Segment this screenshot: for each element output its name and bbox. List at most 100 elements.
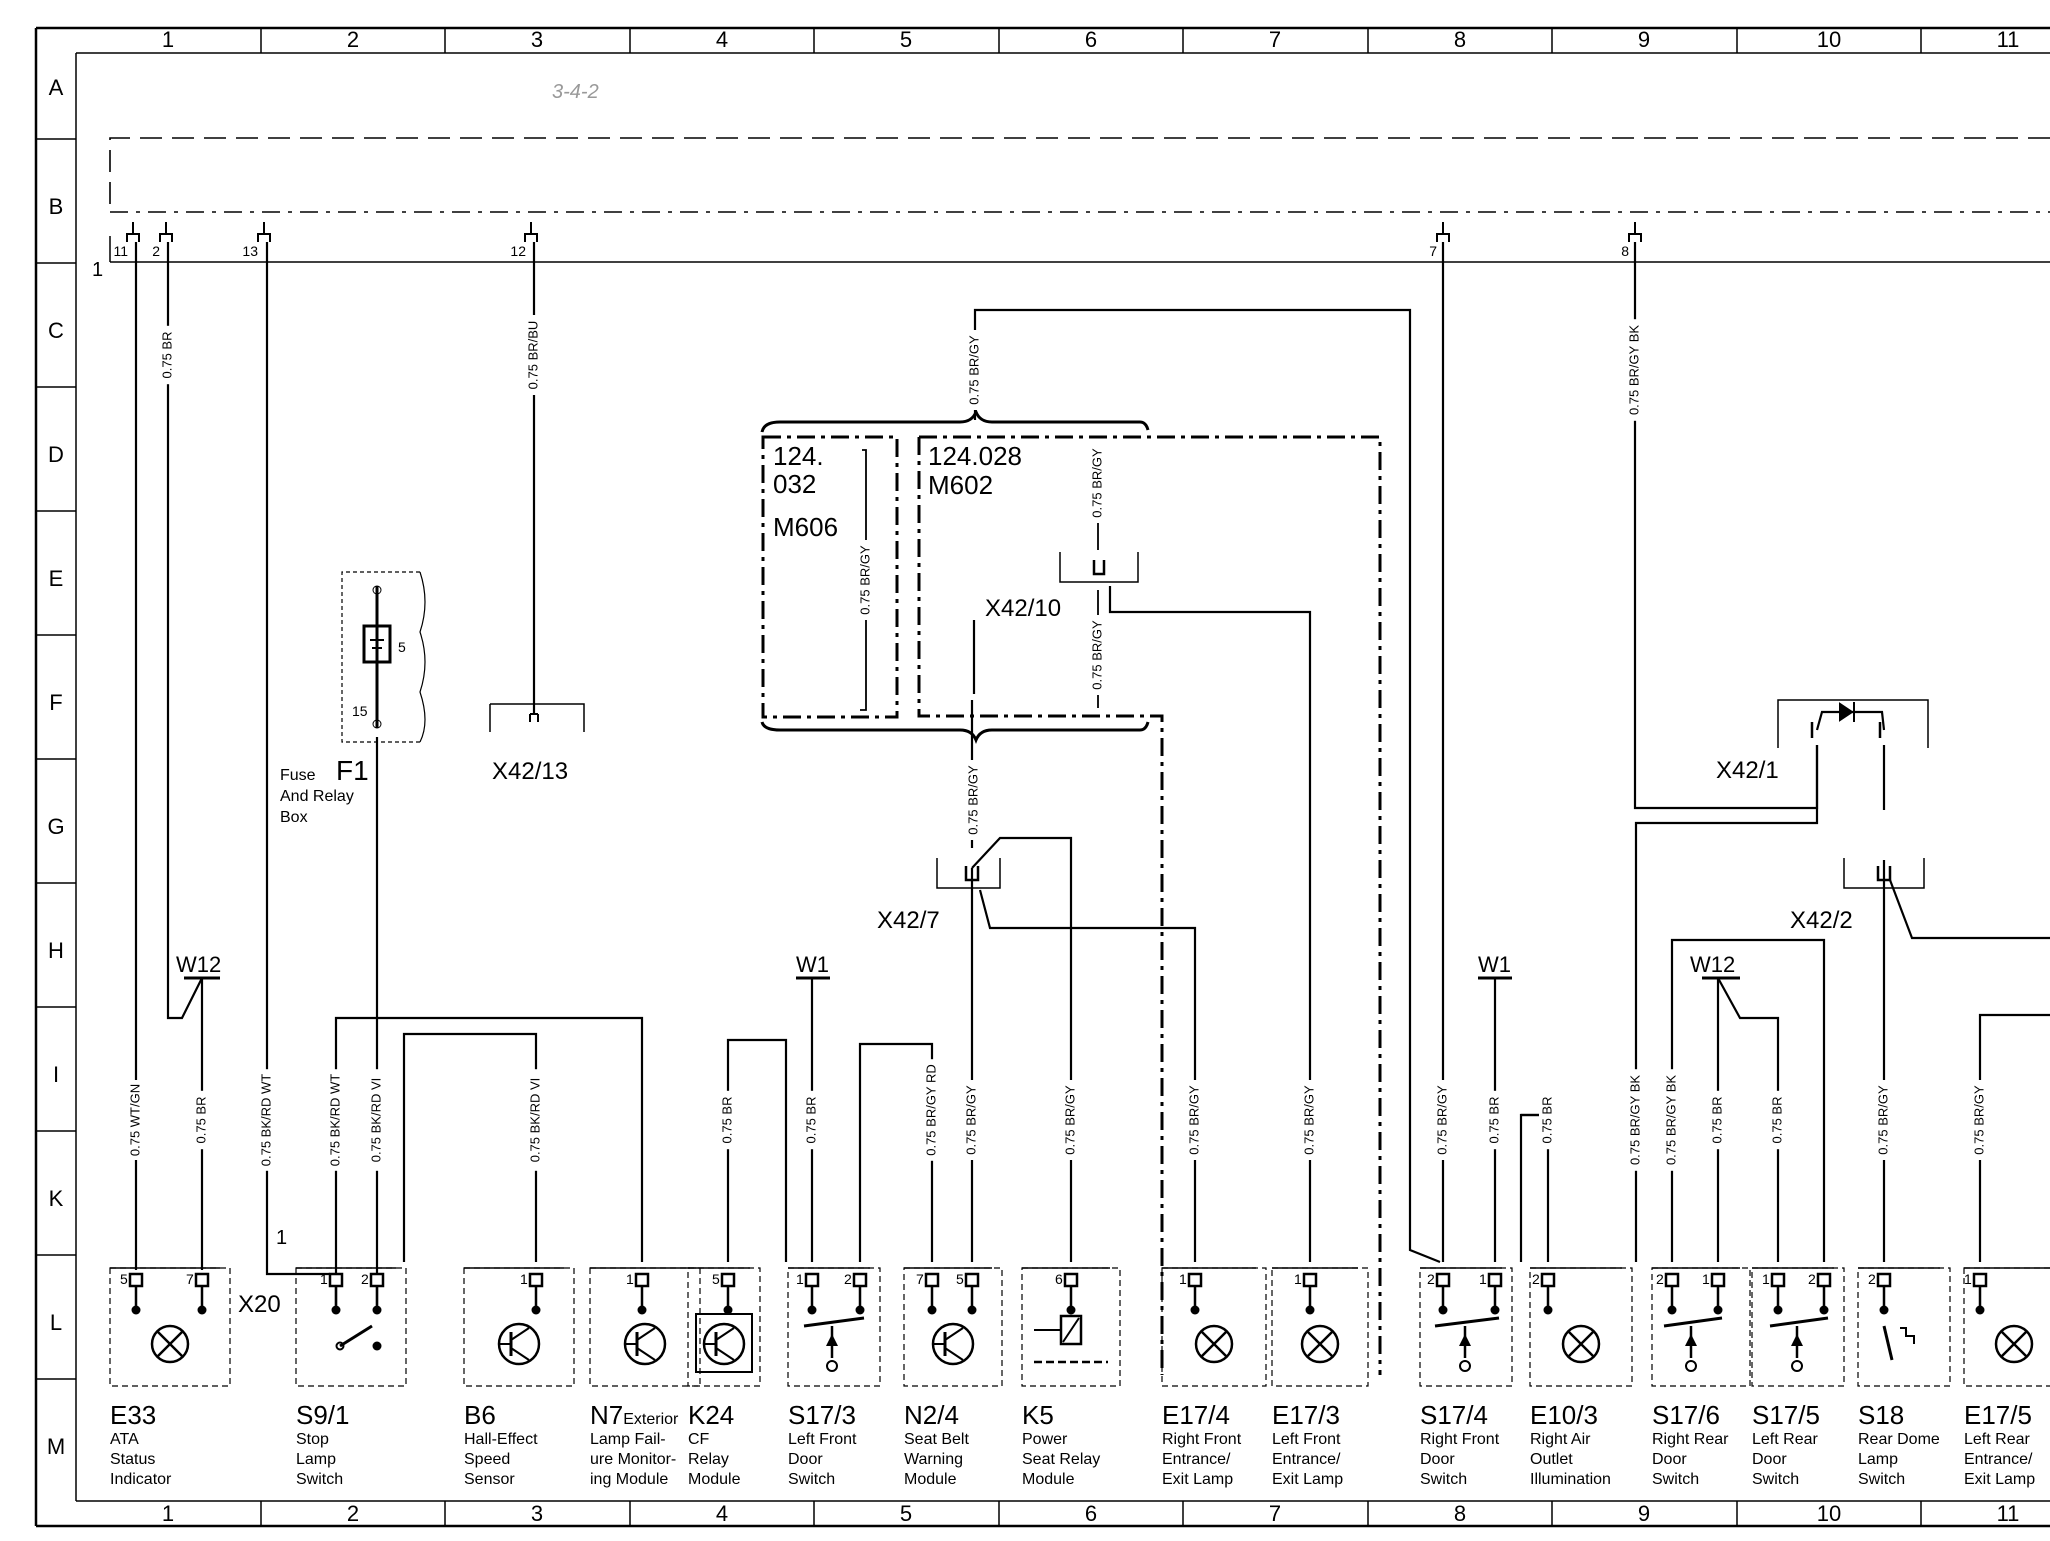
wire-label: 0.75 BR/GY — [1089, 443, 1107, 523]
wire-label: 0.75 BR/GY — [1875, 1080, 1893, 1160]
component-pin-label: 1 — [1294, 1271, 1302, 1287]
wire-color-label: 0.75 BR/GY — [1089, 448, 1104, 518]
col-label-bottom: 7 — [1269, 1501, 1281, 1526]
component-code: E33 — [110, 1400, 156, 1430]
wire-label: 0.75 BR — [1769, 1090, 1787, 1150]
variant-right-engine: M602 — [928, 470, 993, 500]
component-name-line: Status — [110, 1451, 155, 1468]
component-name-line: Door — [1752, 1451, 1787, 1468]
variant-left-engine: M606 — [773, 512, 838, 542]
wire-label: 0.75 BR/GY RD — [923, 1059, 941, 1161]
component-pin-label: 2 — [1656, 1271, 1664, 1287]
lamp-icon — [1561, 1324, 1601, 1364]
splice-label: W12 — [1690, 952, 1735, 977]
wire-label: 0.75 BR/BU — [525, 315, 543, 395]
wire-label: 0.75 BK/RD WT — [327, 1069, 345, 1171]
wire-label: 0.75 BK/RD WT — [258, 1069, 276, 1171]
row-label: I — [53, 1062, 59, 1087]
col-label-top: 6 — [1085, 27, 1097, 52]
col-label-bottom: 9 — [1638, 1501, 1650, 1526]
col-label-top: 10 — [1817, 27, 1841, 52]
col-label-top: 8 — [1454, 27, 1466, 52]
component-name-line: Module — [688, 1471, 741, 1488]
wire-label: 0.75 BR — [193, 1090, 211, 1150]
fuse-code: F1 — [336, 755, 369, 786]
col-label-top: 4 — [716, 27, 728, 52]
component-name-line: Outlet — [1530, 1451, 1573, 1468]
connector-label-x42-2: X42/2 — [1790, 907, 1853, 934]
column-ruler-top — [260, 28, 1922, 53]
component-code: K5 — [1022, 1400, 1054, 1430]
component-name-line: ing Module — [590, 1471, 668, 1488]
fuse-name-line: Fuse — [280, 767, 316, 784]
col-label-bottom: 10 — [1817, 1501, 1841, 1526]
component-pin-label: 1 — [1762, 1271, 1770, 1287]
wire-color-label: 0.75 BR — [1709, 1097, 1724, 1144]
fuse-icon — [370, 639, 384, 649]
x20-pin-label: 1 — [276, 1227, 287, 1249]
wire-color-label: 0.75 BR/GY — [1186, 1085, 1201, 1155]
wire-label: 0.75 BR/GY BK — [1626, 319, 1644, 421]
wire-color-label: 0.75 BR/GY — [1434, 1085, 1449, 1155]
col-label-top: 1 — [162, 27, 174, 52]
connector-label-x42-1: X42/1 — [1716, 757, 1779, 784]
top-scribble: 3-4-2 — [552, 81, 599, 103]
component-code: S9/1 — [296, 1400, 350, 1430]
splice-label: W1 — [1478, 952, 1511, 977]
connector-label-x42-10: X42/10 — [985, 595, 1061, 622]
component-name-line: Left Front — [1272, 1431, 1341, 1448]
row-label: B — [49, 194, 64, 219]
component-name-line: Entrance/ — [1272, 1451, 1341, 1468]
component-name-line: Rear Dome — [1858, 1431, 1940, 1448]
component-pin-label: 2 — [1808, 1271, 1816, 1287]
component-code: S17/6 — [1652, 1400, 1720, 1430]
connector-x42-2 — [1843, 858, 1925, 889]
wire-label: 0.75 WT/GN — [127, 1080, 145, 1160]
wire-label: 0.75 BK/RD VI — [527, 1069, 545, 1171]
component-code: S18 — [1858, 1400, 1904, 1430]
component-code: K24 — [688, 1400, 734, 1430]
connector-label-x20: X20 — [238, 1291, 281, 1318]
module-pin-terminals — [126, 222, 1642, 242]
row-label: H — [48, 938, 64, 963]
variant-left-code: 124.032 — [773, 441, 824, 499]
component-name-line: Left Rear — [1752, 1431, 1818, 1448]
col-label-bottom: 2 — [347, 1501, 359, 1526]
col-label-top: 9 — [1638, 27, 1650, 52]
component-pin-label: 7 — [186, 1271, 194, 1287]
component-name-line: Exit Lamp — [1964, 1471, 2035, 1488]
wire-color-label: 0.75 BR/GY — [1062, 1085, 1077, 1155]
transistor-icon — [931, 1322, 975, 1366]
component-code: B6 — [464, 1400, 496, 1430]
row-label: D — [48, 442, 64, 467]
component-pin-label: 1 — [796, 1271, 804, 1287]
module-pin-label: 8 — [1621, 243, 1629, 259]
component-code: E17/5 — [1964, 1400, 2032, 1430]
component-code: S17/4 — [1420, 1400, 1488, 1430]
fuse-pin-bottom: 15 — [352, 703, 368, 719]
component-name-line: Illumination — [1530, 1471, 1611, 1488]
wire-color-label: 0.75 BR/GY — [857, 545, 872, 615]
component-pin-label: 1 — [1964, 1271, 1972, 1287]
component-name-line: Left Rear — [1964, 1431, 2030, 1448]
col-label-top: 7 — [1269, 27, 1281, 52]
component-pin-label: 1 — [1702, 1271, 1710, 1287]
col-label-bottom: 4 — [716, 1501, 728, 1526]
wire-label: 0.75 BR/GY — [857, 540, 875, 620]
component-code: S17/5 — [1752, 1400, 1820, 1430]
wire-label: 0.75 BR/GY — [965, 760, 983, 840]
component-pin-label: 2 — [844, 1271, 852, 1287]
component-code: E10/3 — [1530, 1400, 1598, 1430]
wire-color-label: 0.75 BR — [159, 332, 174, 379]
component-name-line: Switch — [296, 1471, 343, 1488]
wire-color-label: 0.75 BR/GY — [965, 765, 980, 835]
transistor-icon — [497, 1322, 541, 1366]
col-label-bottom: 1 — [162, 1501, 174, 1526]
component-pin-label: 1 — [320, 1271, 328, 1287]
